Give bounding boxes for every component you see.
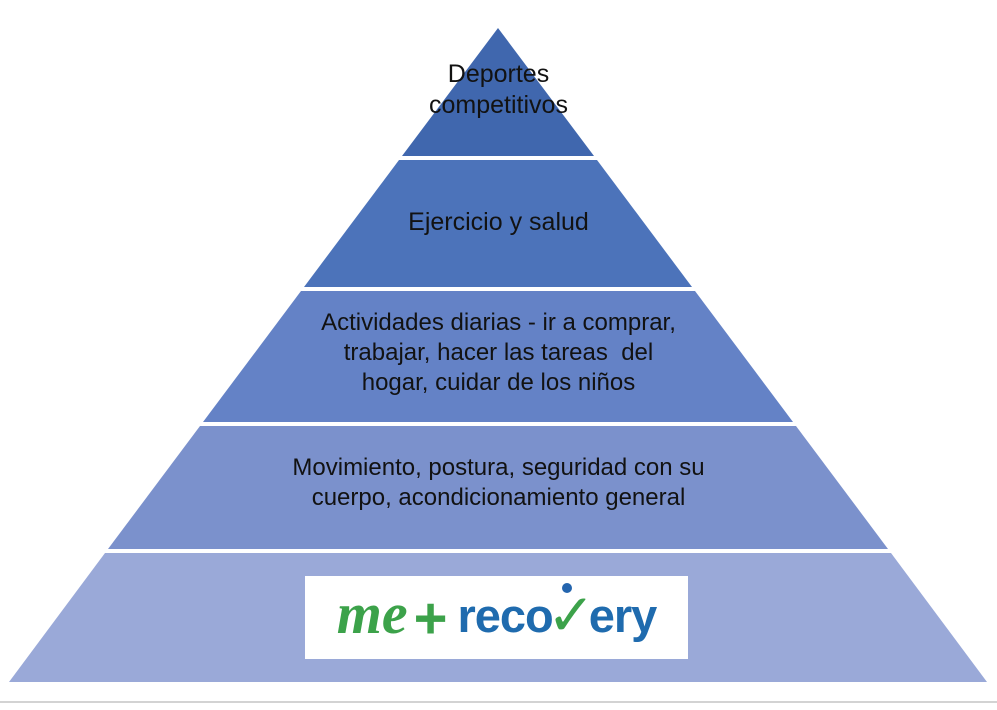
pyramid-level-1-label: Deportes competitivos	[0, 59, 997, 121]
label-line: Deportes	[447, 60, 550, 88]
logo-recovery-prefix: reco	[457, 589, 553, 642]
pyramid-level-3-label: Actividades diarias - ir a comprar, trab…	[0, 308, 997, 398]
bottom-divider-line	[0, 701, 997, 703]
label-line: Movimiento, postura, seguridad con su	[292, 454, 705, 481]
me-recovery-logo: me + reco✓ery	[305, 576, 688, 659]
label-line: Ejercicio y salud	[408, 208, 589, 236]
logo-recovery-text: reco✓ery	[457, 583, 658, 644]
label-line: cuerpo, acondicionamiento general	[311, 484, 686, 511]
pyramid-level-4-label: Movimiento, postura, seguridad con su cu…	[0, 453, 997, 513]
checkmark-icon: ✓	[546, 581, 596, 649]
recovery-person-check-icon: ✓	[547, 583, 595, 644]
label-line: hogar, cuidar de los niños	[361, 369, 636, 396]
label-line: Actividades diarias - ir a comprar,	[321, 309, 676, 336]
label-line: trabajar, hacer las tareas del	[343, 339, 654, 366]
pyramid-level-2-label: Ejercicio y salud	[0, 207, 997, 238]
logo-me-text: me	[336, 580, 408, 646]
logo-plus-icon: +	[413, 586, 448, 652]
logo-recovery-suffix: ery	[588, 589, 658, 642]
label-line: competitivos	[429, 91, 568, 119]
check-head-dot-icon	[561, 583, 572, 593]
